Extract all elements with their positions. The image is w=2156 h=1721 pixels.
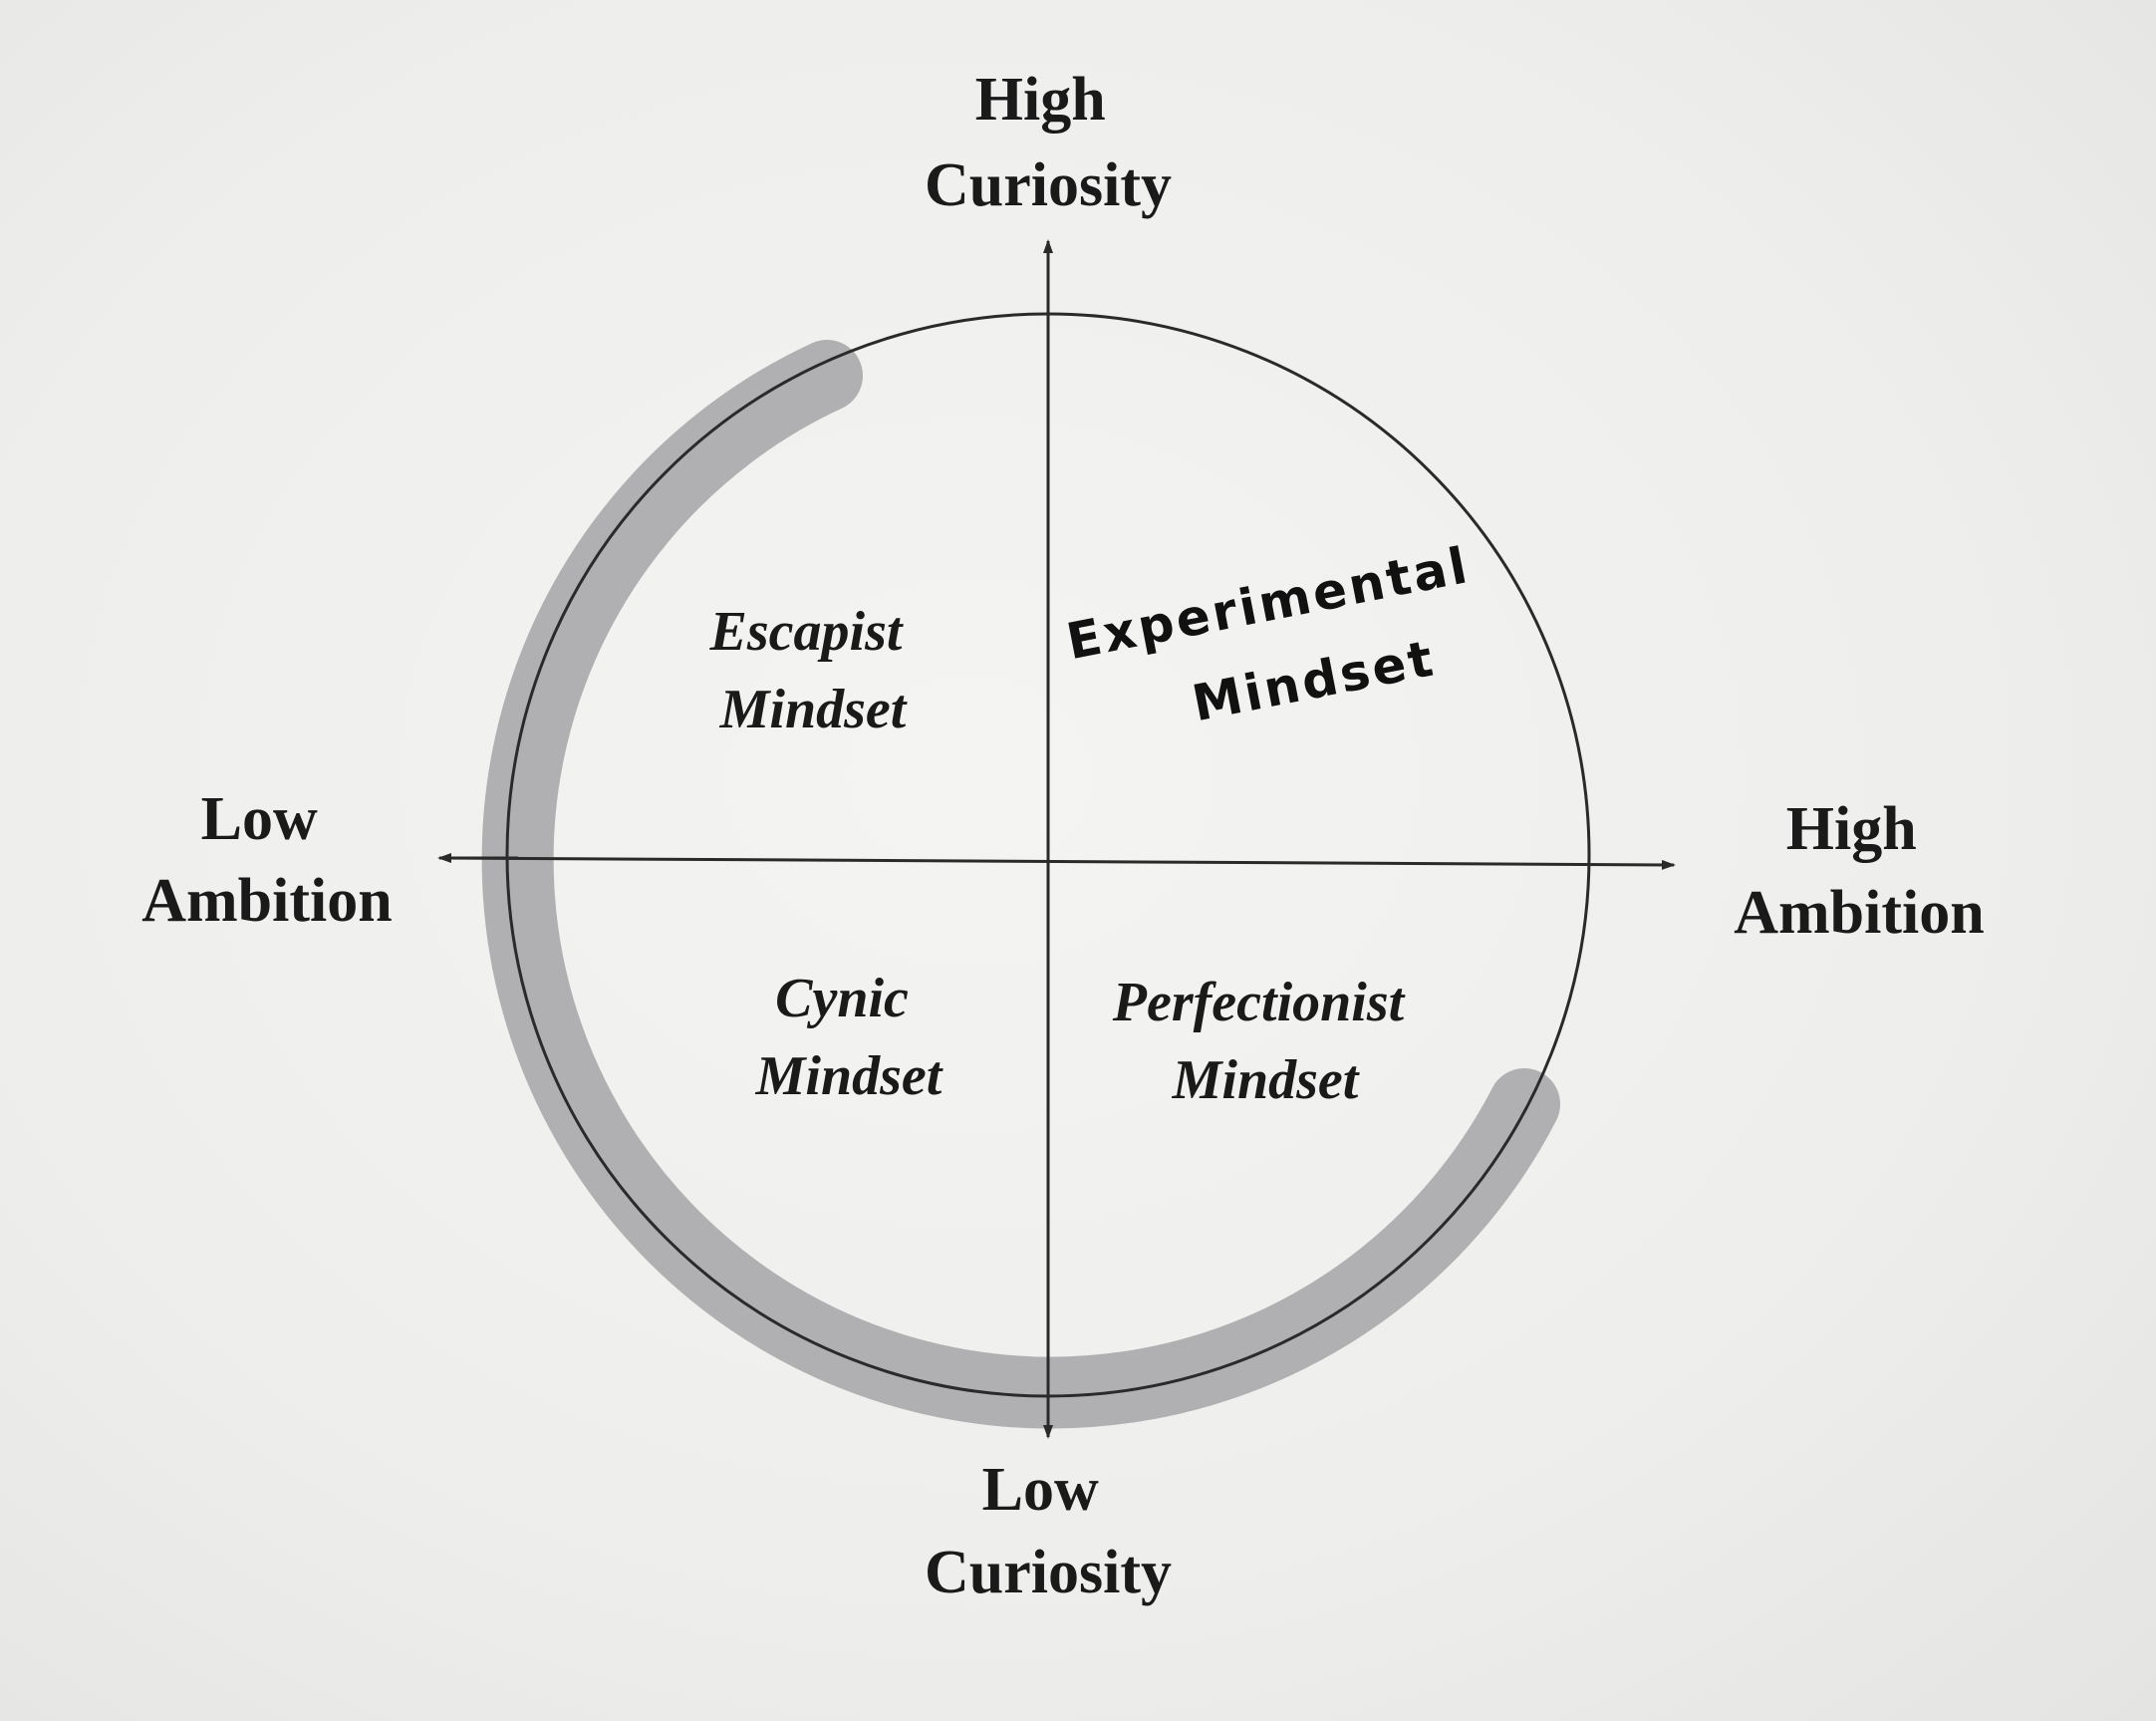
right-axis-label: High Ambition [1734, 795, 1984, 947]
left-axis-label-line2: Ambition [141, 867, 392, 935]
perfectionist-line2: Mindset [1172, 1049, 1360, 1111]
ambition-axis [442, 856, 1676, 870]
experimental-mindset-label: Experimental Mindset [1062, 532, 1510, 754]
perfectionist-line1: Perfectionist [1112, 972, 1406, 1033]
escapist-mindset-label: Escapist Mindset [709, 601, 917, 740]
cynic-mindset-label: Cynic Mindset [755, 968, 943, 1107]
bottom-axis-label-line1: Low [982, 1456, 1099, 1524]
right-axis-label-line2: Ambition [1734, 879, 1984, 947]
highlight-arc [481, 340, 1560, 1429]
left-axis-label-line1: Low [201, 785, 318, 853]
bottom-axis-label-line2: Curiosity [925, 1539, 1172, 1606]
right-axis-label-line1: High [1786, 795, 1917, 863]
top-axis-label-line1: High [975, 66, 1106, 134]
experimental-line2: Mindset [1188, 629, 1440, 732]
top-axis-label: High Curiosity [925, 66, 1172, 219]
escapist-line2: Mindset [719, 679, 908, 740]
perfectionist-mindset-label: Perfectionist Mindset [1112, 972, 1418, 1111]
cynic-line2: Mindset [755, 1045, 943, 1107]
top-axis-label-line2: Curiosity [925, 151, 1172, 219]
bottom-axis-label: Low Curiosity [925, 1456, 1172, 1606]
left-axis-label: Low Ambition [141, 785, 392, 935]
experimental-mindset-text: Experimental Mindset [1062, 532, 1510, 754]
cynic-line1: Cynic [775, 968, 909, 1029]
escapist-line1: Escapist [709, 601, 904, 663]
